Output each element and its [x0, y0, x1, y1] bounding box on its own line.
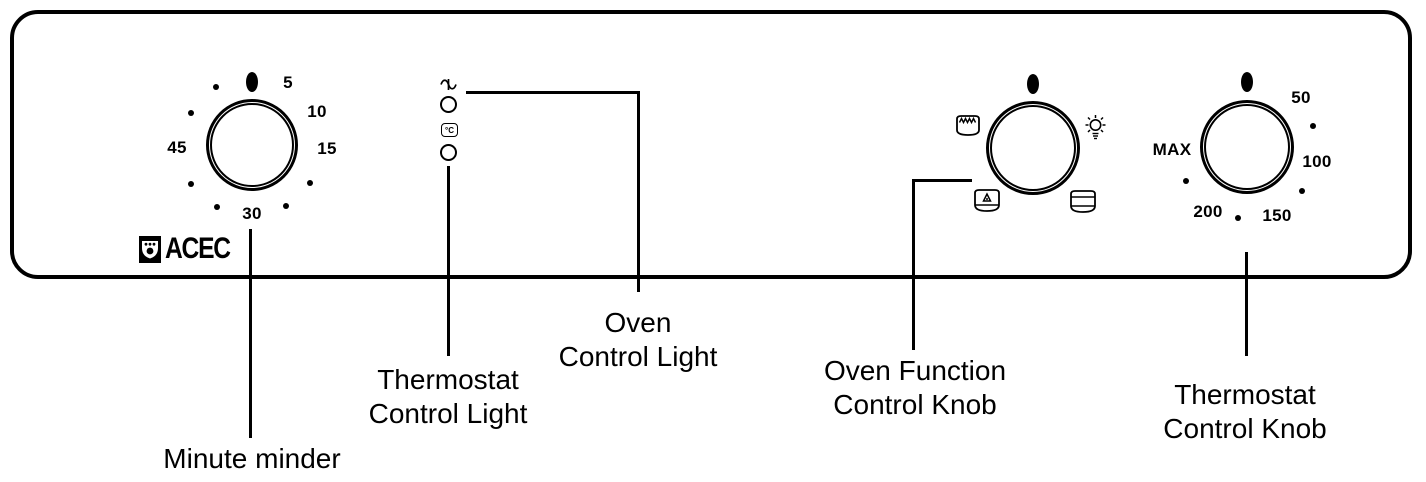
callout-thermostat-light: Thermostat Control Light	[369, 363, 528, 431]
leader-line-thermostat-light	[447, 166, 450, 356]
acec-logo-text: ACEC	[165, 232, 231, 265]
dial-dot	[307, 180, 313, 186]
oven-function-knob[interactable]	[986, 101, 1080, 195]
leader-line-minute-minder	[249, 229, 252, 438]
dial-dot	[188, 181, 194, 187]
dial-dot	[283, 203, 289, 209]
sine-wave-icon	[440, 79, 457, 90]
leader-line-oven-function-vertical	[912, 179, 915, 350]
callout-line: Control Light	[368, 398, 528, 429]
minute-minder-knob-face	[210, 103, 294, 187]
callout-line: Thermostat	[1174, 379, 1316, 410]
thermostat-knob[interactable]	[1200, 100, 1294, 194]
leader-line-oven-light-horizontal	[466, 91, 640, 94]
thermostat-pointer	[1241, 72, 1253, 92]
thermostat-dial-mark: 50	[1291, 88, 1311, 107]
fan-oven-icon	[974, 189, 1000, 212]
callout-line: Minute minder	[163, 443, 341, 474]
callout-oven-function-knob: Oven Function Control Knob	[824, 354, 1006, 422]
minute-minder-knob[interactable]	[206, 99, 298, 191]
callout-oven-light: Oven Control Light	[559, 306, 718, 374]
minute-dial-mark: 15	[317, 139, 337, 158]
thermostat-dial-mark: 150	[1262, 206, 1292, 225]
dial-dot	[1235, 215, 1241, 221]
callout-line: Oven	[604, 307, 672, 338]
oven-control-light	[440, 96, 457, 113]
minute-dial-mark: 10	[307, 102, 327, 121]
thermostat-dial-mark: MAX	[1152, 140, 1192, 159]
celsius-icon: °C	[441, 123, 458, 137]
leader-line-oven-light-vertical	[637, 91, 640, 292]
thermostat-control-light	[440, 144, 457, 161]
thermostat-dial-mark: 100	[1302, 152, 1332, 171]
dial-dot	[1299, 188, 1305, 194]
celsius-label: °C	[445, 125, 454, 135]
grill-icon	[956, 115, 980, 136]
callout-line: Control Knob	[833, 389, 997, 420]
oven-function-knob-face	[990, 105, 1076, 191]
callout-line: Control Knob	[1163, 413, 1327, 444]
oven-lamp-icon	[1085, 115, 1106, 140]
callout-minute-minder: Minute minder	[163, 442, 340, 476]
callout-line: Oven Function	[823, 355, 1007, 386]
thermostat-dial-mark: 200	[1193, 202, 1223, 221]
minute-dial-mark: 45	[167, 138, 187, 157]
leader-line-thermostat-knob	[1245, 252, 1248, 356]
top-bottom-heat-icon	[1070, 190, 1096, 213]
thermostat-knob-face	[1204, 104, 1290, 190]
callout-line: Control Light	[558, 341, 718, 372]
callout-thermostat-knob: Thermostat Control Knob	[1163, 378, 1326, 446]
acec-emblem-icon	[139, 235, 161, 263]
minute-dial-mark: 30	[242, 204, 262, 223]
dial-dot	[213, 84, 219, 90]
callout-line: Thermostat	[377, 364, 519, 395]
minute-minder-pointer	[246, 72, 258, 92]
oven-function-pointer	[1027, 74, 1039, 94]
dial-dot	[1183, 178, 1189, 184]
acec-logo: ACEC	[139, 232, 244, 266]
leader-line-oven-function-horizontal	[912, 179, 972, 182]
dial-dot	[188, 110, 194, 116]
minute-dial-mark: 5	[283, 73, 293, 92]
dial-dot	[214, 204, 220, 210]
dial-dot	[1310, 123, 1316, 129]
